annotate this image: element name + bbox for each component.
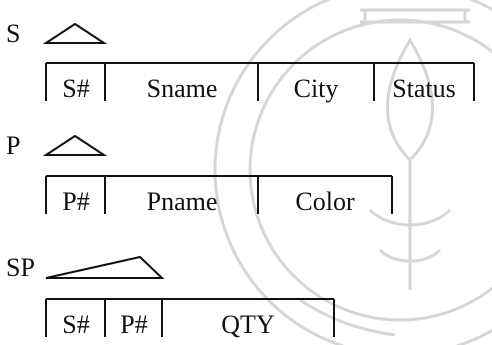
attribute-p-pname: Pname <box>146 187 218 216</box>
attribute-s-status: Status <box>392 74 456 103</box>
attribute-p-color: Color <box>295 187 355 216</box>
relation-p-name: P <box>6 131 21 160</box>
attribute-p-pno: P# <box>62 187 90 216</box>
p-table-frame <box>45 175 393 214</box>
attribute-sp-sno: S# <box>62 310 90 339</box>
relation-s-name: S <box>6 19 21 48</box>
sp-table-frame <box>45 298 335 337</box>
s-table-frame <box>45 62 475 101</box>
attribute-s-sno: S# <box>62 74 90 103</box>
attribute-sp-qty: QTY <box>221 310 275 339</box>
relation-sp-name: SP <box>6 253 35 282</box>
sp-relation-marker <box>45 255 165 279</box>
p-relation-marker <box>42 134 108 156</box>
s-relation-marker <box>42 22 108 44</box>
attribute-sp-pno: P# <box>120 310 148 339</box>
attribute-s-city: City <box>293 74 339 103</box>
attribute-s-sname: Sname <box>146 74 218 103</box>
